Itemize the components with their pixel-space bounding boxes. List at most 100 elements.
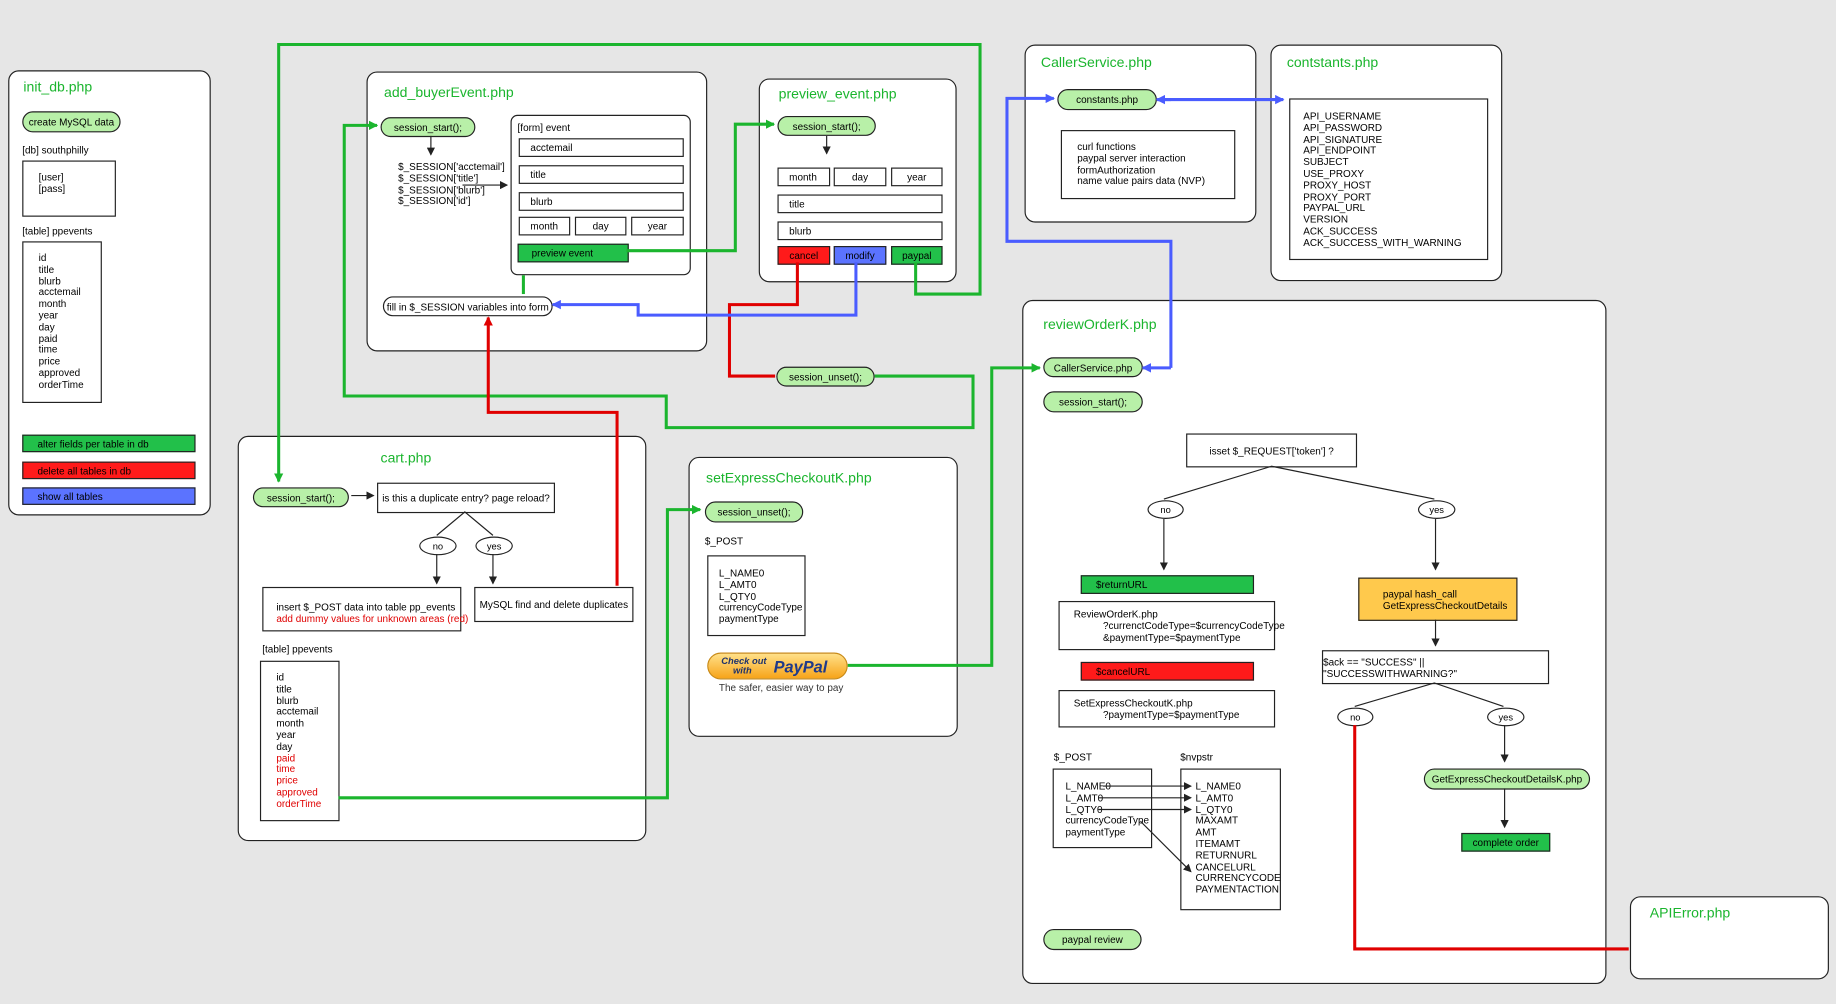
table-label: [table] ppevents <box>22 224 93 237</box>
post-item: L_QTY0 <box>1065 803 1103 815</box>
add-buyer-event-panel: add_buyerEvent.php session_start(); $_SE… <box>366 71 708 352</box>
post-item: L_NAME0 <box>1065 780 1111 792</box>
constant-item: PROXY_PORT <box>1303 190 1372 203</box>
get-details-pill: GetExpressCheckoutDetailsK.php <box>1423 768 1591 790</box>
review-order-url-box: ReviewOrderK.php ?currenctCodeType=$curr… <box>1058 600 1285 651</box>
session-start-pill: session_start(); <box>1043 391 1143 413</box>
month-field[interactable]: month <box>518 216 571 236</box>
blurb-field[interactable]: blurb <box>518 192 684 211</box>
insert-post-box: insert $_POST data into table pp_events … <box>262 586 469 632</box>
caller-service-pill: CallerService.php <box>1043 357 1143 378</box>
table-field: year <box>38 309 59 321</box>
wire-paypal-to-cart <box>273 42 982 483</box>
return-url-bar: $returnURL <box>1080 575 1255 594</box>
post-item: paymentType <box>1065 826 1126 838</box>
mysql-find-box: MySQL find and delete duplicates <box>474 586 634 623</box>
panel-title: setExpressCheckoutK.php <box>706 469 872 487</box>
table-fields-box: id title blurb acctemail month year day … <box>22 241 102 403</box>
show-tables-button[interactable]: show all tables <box>22 487 196 505</box>
paypal-review-pill: paypal review <box>1043 928 1142 951</box>
constant-item: ACK_SUCCESS <box>1303 224 1378 237</box>
panel-title: cart.php <box>380 449 432 467</box>
table-field-red: approved <box>276 786 318 798</box>
table-field: month <box>276 717 304 729</box>
delete-tables-button[interactable]: delete all tables in db <box>22 461 196 480</box>
set-express-url-box: SetExpressCheckoutK.php ?paymentType=$pa… <box>1058 690 1276 728</box>
db-fields-box: [user] [pass] <box>22 160 116 217</box>
wire-no-to-apierror <box>1353 725 1629 951</box>
title-field[interactable]: title <box>518 165 684 184</box>
cancel-url-bar: $cancelURL <box>1080 661 1255 681</box>
table-field-red: orderTime <box>276 797 322 810</box>
table-field: day <box>276 740 293 752</box>
acctemail-field[interactable]: acctemail <box>518 138 684 157</box>
create-mysql-button[interactable]: create MySQL data <box>22 111 121 133</box>
paypal-checkout-button[interactable]: Check out with PayPal <box>707 652 848 680</box>
wire-cart-to-set <box>338 504 702 800</box>
wire-mysql-to-fill <box>483 316 619 586</box>
constant-item: API_PASSWORD <box>1303 121 1383 134</box>
yes-decision-2: yes <box>1487 707 1525 727</box>
yes-decision: yes <box>1417 500 1456 519</box>
cancel-button[interactable]: cancel <box>777 246 831 265</box>
constant-item: API_USERNAME <box>1303 110 1382 122</box>
wire-paypal-btn <box>847 363 1041 667</box>
post-item: currencyCodeType <box>718 601 803 614</box>
post-item: L_AMT0 <box>718 578 757 591</box>
caller-notes: curl functions paypal server interaction… <box>1060 130 1236 200</box>
panel-title: add_buyerEvent.php <box>384 84 514 101</box>
session-unset-pill: session_unset(); <box>776 366 875 387</box>
preview-event-button[interactable]: preview event <box>517 243 629 263</box>
day-field[interactable]: day <box>574 216 627 236</box>
session-start-pill: session_start(); <box>777 115 876 136</box>
tree-ack <box>1354 682 1504 707</box>
post-item: L_QTY0 <box>718 589 756 602</box>
preview-event-panel: preview_event.php session_start(); month… <box>758 78 957 283</box>
post-item: currencyCodeType <box>1065 814 1150 827</box>
table-field: blurb <box>276 694 299 706</box>
nvp-item: MAXAMT <box>1195 814 1239 827</box>
hash-line: paypal hash_call <box>1382 588 1457 600</box>
post-item: L_NAME0 <box>718 567 765 579</box>
table-field: acctemail <box>38 286 81 299</box>
modify-button[interactable]: modify <box>833 246 887 265</box>
paypal-line1: Check out <box>721 656 767 667</box>
nvp-item: CURRENCYCODE <box>1195 872 1281 884</box>
yes-decision: yes <box>475 536 513 556</box>
wire-cancel-unset <box>727 262 799 378</box>
panel-title: APIError.php <box>1649 904 1731 921</box>
alter-fields-button[interactable]: alter fields per table in db <box>22 434 196 453</box>
table-field: time <box>38 343 58 356</box>
table-field: acctemail <box>276 705 319 718</box>
url-line: ReviewOrderK.php <box>1073 608 1158 620</box>
isset-token-text: isset $_REQUEST['token'] ? <box>1209 444 1334 457</box>
year-field[interactable]: year <box>631 216 684 236</box>
insert-red-text: add dummy values for unknown areas (red) <box>276 612 469 625</box>
table-field: year <box>276 728 296 741</box>
insert-text: insert $_POST data into table pp_events <box>276 600 456 613</box>
table-field: title <box>38 263 55 276</box>
init-db-panel: init_db.php create MySQL data [db] south… <box>8 70 211 516</box>
wire-modify-to-fill <box>551 262 858 317</box>
url-line: SetExpressCheckoutK.php <box>1073 697 1193 709</box>
table-field: title <box>276 682 292 695</box>
post-items-box: L_NAME0 L_AMT0 L_QTY0 currencyCodeType p… <box>1052 768 1153 849</box>
constant-item: SUBJECT <box>1303 156 1349 168</box>
panel-title: contstants.php <box>1286 53 1379 71</box>
table-field: id <box>276 671 285 683</box>
paypal-logo: PayPal <box>773 656 828 676</box>
table-field-red: price <box>276 774 298 787</box>
constants-list: API_USERNAME API_PASSWORD API_SIGNATURE … <box>1289 98 1489 261</box>
blurb-field: blurb <box>777 221 943 241</box>
post-items: L_NAME0 L_AMT0 L_QTY0 currencyCodeType p… <box>707 555 806 637</box>
arrow-post-currency <box>1140 820 1192 873</box>
no-decision: no <box>419 536 457 556</box>
duplicate-question-text: is this a duplicate entry? page reload? <box>382 492 550 504</box>
table-field: id <box>38 251 47 264</box>
panel-title: preview_event.php <box>778 85 897 102</box>
complete-order-button[interactable]: complete order <box>1461 832 1551 852</box>
table-field-red: paid <box>276 751 296 764</box>
panel-title: CallerService.php <box>1040 53 1152 71</box>
no-decision: no <box>1147 500 1184 519</box>
post-label: $_POST <box>1053 750 1092 763</box>
